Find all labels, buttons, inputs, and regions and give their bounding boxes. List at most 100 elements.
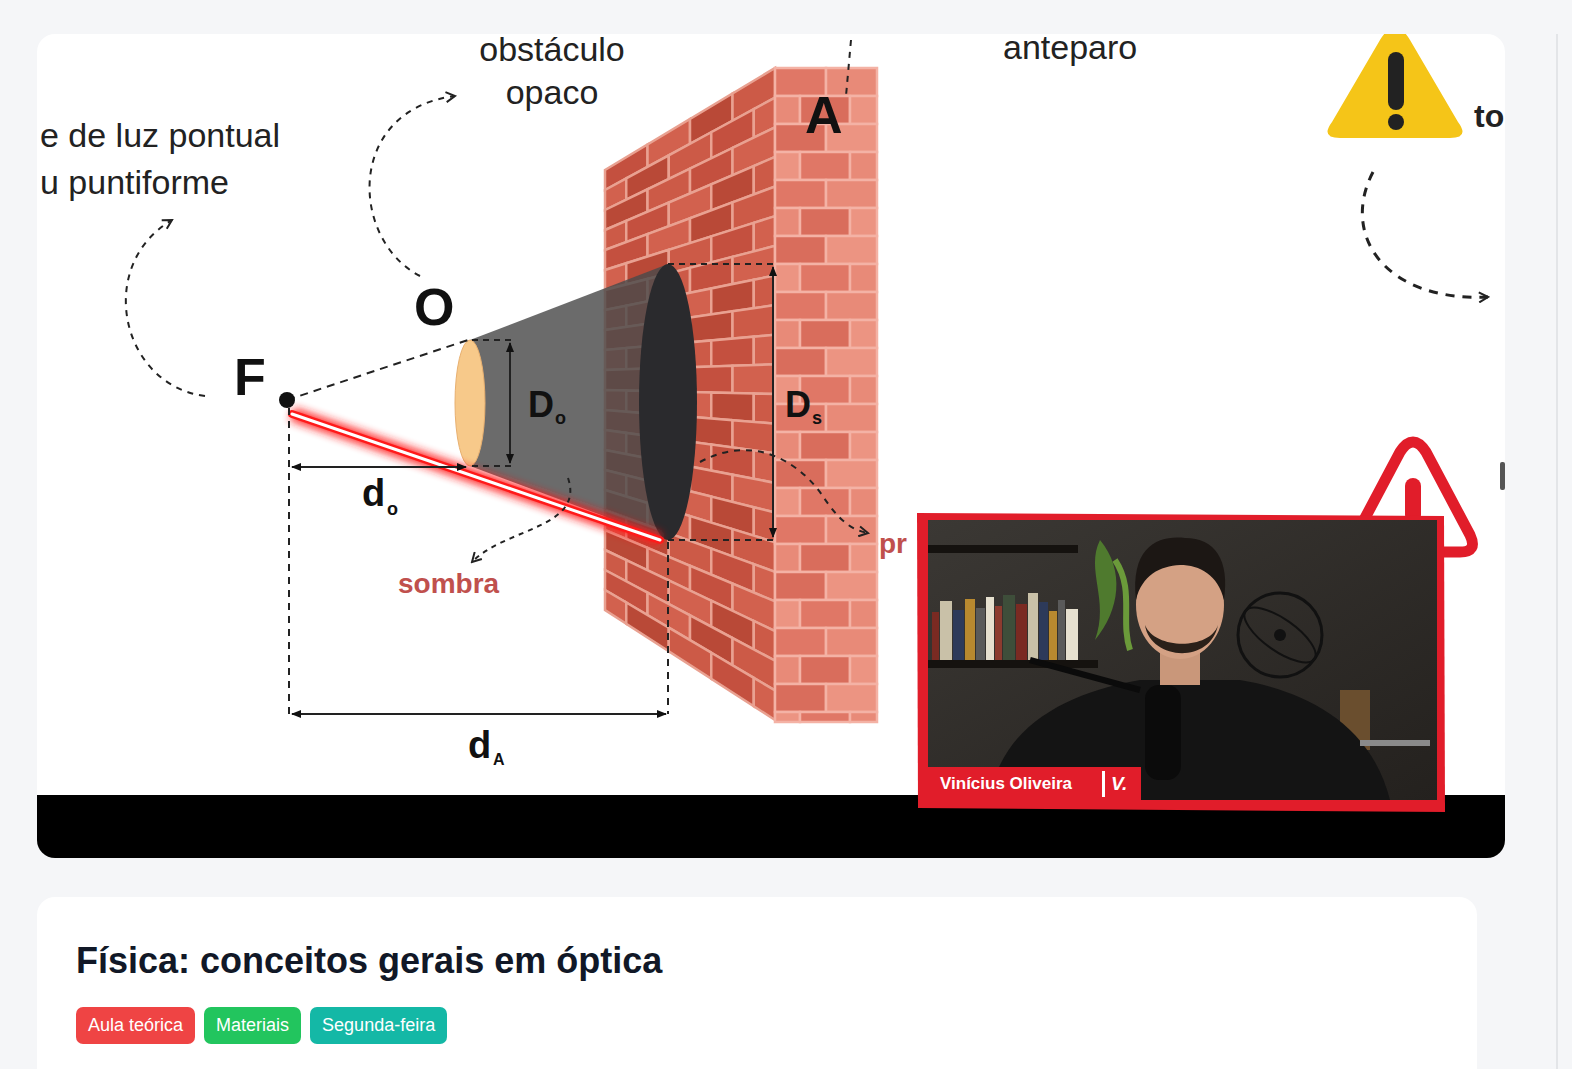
brick [775,656,800,684]
brand-mark: V. [1102,771,1133,797]
brick [775,432,800,460]
brick [711,337,754,367]
book [1016,604,1027,660]
brick [826,516,877,544]
atom-ornament [1238,593,1322,677]
brick [800,264,850,292]
brick [775,600,800,628]
plant [1115,560,1130,650]
point-letter: O [414,278,454,338]
brick [711,653,754,707]
brick [775,180,826,208]
webcam-photo [928,520,1437,800]
mic-arm [1030,660,1140,690]
shadow-label: sombra [398,568,499,600]
brick [733,364,776,394]
shelf [928,660,1098,668]
brick [850,656,877,684]
projected-shadow [639,264,697,540]
screen-label: anteparo [1003,28,1137,67]
leader-arrow [370,96,455,276]
brick [775,236,826,264]
tag-chip: Materiais [204,1007,301,1044]
brick [754,335,775,365]
book [1039,602,1048,660]
brick [800,320,850,348]
brick [850,432,877,460]
brick [800,712,850,722]
brick [669,628,712,679]
book [1003,595,1015,660]
brick [800,152,850,180]
brick [850,152,877,180]
brick [605,590,626,624]
name-bar: Vinícius Oliveira V. [928,767,1141,800]
brick [800,208,850,236]
brick [775,152,800,180]
brick [850,96,877,124]
brick [775,320,800,348]
warning-dot [1388,114,1404,130]
brick [850,376,877,404]
extension-line [668,263,776,265]
node-text: Segunda-feira [322,1015,435,1036]
brick [800,488,850,516]
brick [800,600,850,628]
edge-mark [1500,462,1505,490]
dimension-symbol: d [362,472,385,516]
dimension-Do [509,343,511,463]
dimension-symbol: d [468,724,491,768]
node-text: Vinícius Oliveira [940,774,1072,794]
highlight-core [292,414,660,540]
node-text: Materiais [216,1015,289,1036]
dimension-subscript: o [387,499,398,520]
atom-ornament [1274,629,1286,641]
point-source [279,392,295,408]
photo-ground [928,520,1437,800]
shelf [928,545,1078,553]
brick [626,603,669,652]
brick [850,488,877,516]
brick [826,460,877,488]
extension-line [667,542,669,714]
tag-chip: Aula teórica [76,1007,195,1044]
dimension-subscript: A [493,751,505,769]
node-text: Aula teórica [88,1015,183,1036]
book [940,601,952,660]
books [932,593,1078,660]
extension-line [472,465,512,467]
brick [850,712,877,722]
brick [690,311,733,342]
brick [850,544,877,572]
leader-line [846,40,851,96]
dimension-do [292,466,466,468]
ray-glow [292,414,660,540]
book [965,599,975,660]
book [1066,609,1078,660]
brick [850,208,877,236]
book [1028,593,1038,660]
microphone [1145,685,1181,780]
brick [754,394,775,424]
light-ray [287,340,468,400]
extension-line [288,408,290,714]
brick [775,712,800,722]
obstacle-label: obstáculo opaco [452,28,652,114]
panel-ground [37,34,1505,858]
dimension-subscript: o [555,408,566,429]
brick [800,432,850,460]
warning-mark [1388,52,1404,110]
book [932,612,939,660]
brick [733,305,776,338]
book [953,610,964,660]
warning-icon [1328,34,1463,138]
dimension-da [292,713,666,715]
atom-ornament [1236,598,1323,672]
brick [826,628,877,656]
shadow-label: pr [879,528,907,560]
person-beard [1145,625,1218,653]
leader-arrow [472,478,570,562]
book [1058,600,1065,660]
brick [775,572,826,600]
